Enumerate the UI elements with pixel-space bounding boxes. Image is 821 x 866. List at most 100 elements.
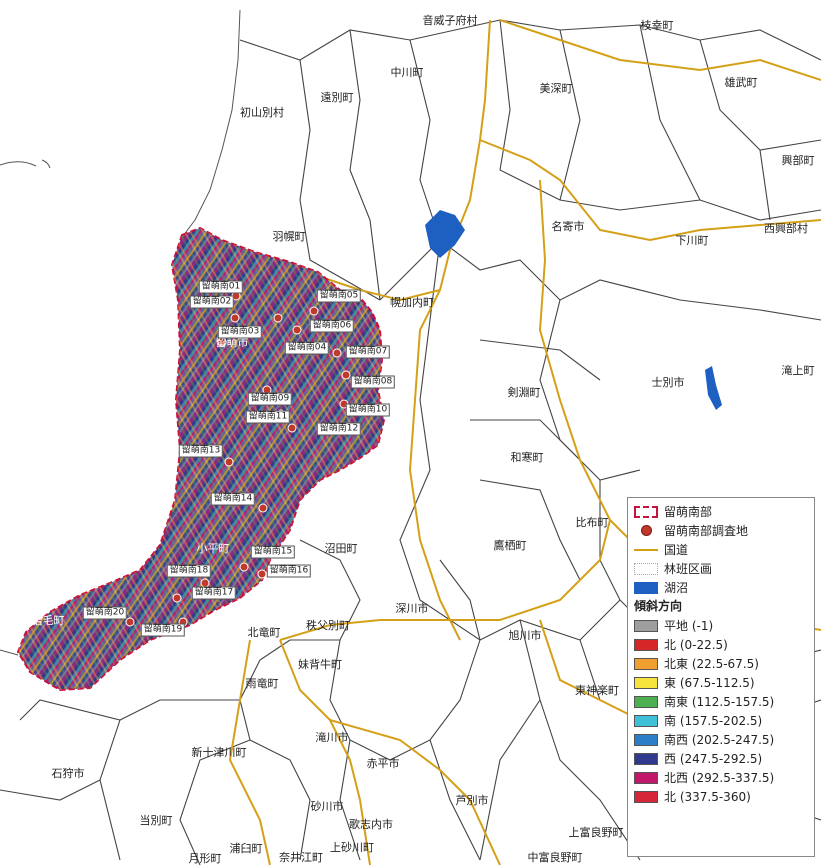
site-label: 留萌南11 xyxy=(245,410,291,424)
muni-label: 増毛町 xyxy=(31,614,65,627)
muni-label: 士別市 xyxy=(651,376,685,389)
muni-label: 砂川市 xyxy=(310,800,344,813)
legend-swatch xyxy=(634,505,658,518)
muni-label: 赤平市 xyxy=(366,757,400,770)
legend-aspect-label: 南東 (112.5-157.5) xyxy=(664,695,775,709)
site-label: 留萌南15 xyxy=(250,545,296,559)
site-label: 留萌南13 xyxy=(178,444,224,458)
muni-label: 奈井江町 xyxy=(279,851,323,864)
site-label: 留萌南20 xyxy=(82,606,128,620)
muni-label: 比布町 xyxy=(575,516,609,529)
survey-site-marker xyxy=(258,503,268,513)
muni-label: 北竜町 xyxy=(247,626,281,639)
legend-item-study-area: 留萌南部 xyxy=(634,502,808,521)
legend-swatch xyxy=(634,562,658,575)
site-label: 留萌南19 xyxy=(140,623,186,637)
muni-label: 遠別町 xyxy=(320,91,354,104)
legend-swatch xyxy=(634,544,658,556)
muni-label: 鷹栖町 xyxy=(493,539,527,552)
muni-label: 石狩市 xyxy=(51,767,85,780)
muni-label: 幌加内町 xyxy=(390,296,434,309)
muni-label: 下川町 xyxy=(675,234,709,247)
muni-label: 当別町 xyxy=(139,814,173,827)
legend-aspect-item: 南東 (112.5-157.5) xyxy=(634,692,808,711)
site-label: 留萌南02 xyxy=(189,295,235,309)
muni-label: 剣淵町 xyxy=(507,386,541,399)
muni-label: 沼田町 xyxy=(324,542,358,555)
legend-aspect-label: 北 (0-22.5) xyxy=(664,638,728,652)
muni-label: 上砂川町 xyxy=(330,841,374,854)
legend-swatch xyxy=(634,581,658,594)
legend-item-national-road: 国道 xyxy=(634,540,808,559)
site-label: 留萌南16 xyxy=(266,564,312,578)
muni-label: 中富良野町 xyxy=(527,851,583,864)
muni-label: 芦別市 xyxy=(455,794,489,807)
legend-aspect-item: 西 (247.5-292.5) xyxy=(634,749,808,768)
legend-aspect-label: 北東 (22.5-67.5) xyxy=(664,657,759,671)
muni-label: 初山別村 xyxy=(240,106,284,119)
legend-swatch xyxy=(634,752,658,765)
legend-label: 林班区画 xyxy=(664,562,713,576)
muni-label: 上富良野町 xyxy=(568,826,624,839)
legend-aspect-item: 東 (67.5-112.5) xyxy=(634,673,808,692)
legend-swatch xyxy=(634,714,658,727)
muni-label: 歌志内市 xyxy=(349,818,393,831)
legend-label: 留萌南部調査地 xyxy=(664,524,749,538)
survey-site-marker xyxy=(230,313,240,323)
legend-aspect-label: 北西 (292.5-337.5) xyxy=(664,771,775,785)
site-label: 留萌南01 xyxy=(198,280,244,294)
site-label: 留萌南07 xyxy=(345,345,391,359)
legend-aspect-list: 平地 (-1) 北 (0-22.5) 北東 (22.5-67.5) 東 (67.5-1… xyxy=(634,616,808,806)
legend-aspect-item: 北西 (292.5-337.5) xyxy=(634,768,808,787)
muni-label: 雨竜町 xyxy=(245,677,279,690)
legend-item-forest-compartment: 林班区画 xyxy=(634,559,808,578)
survey-site-marker xyxy=(332,348,342,358)
legend-aspect-item: 北 (0-22.5) xyxy=(634,635,808,654)
site-markers xyxy=(125,291,351,627)
muni-label: 月形町 xyxy=(188,852,222,865)
muni-label: 東神楽町 xyxy=(575,684,619,697)
legend-item-survey-site: 留萌南部調査地 xyxy=(634,521,808,540)
legend-aspect-label: 南西 (202.5-247.5) xyxy=(664,733,775,747)
muni-label: 中川町 xyxy=(390,66,424,79)
site-label: 留萌南17 xyxy=(191,586,237,600)
muni-label: 妹背牛町 xyxy=(298,658,342,671)
legend-aspect-label: 北 (337.5-360) xyxy=(664,790,751,804)
muni-label: 美深町 xyxy=(539,82,573,95)
legend-swatch xyxy=(634,733,658,746)
site-label: 留萌南10 xyxy=(345,403,391,417)
site-label: 留萌南08 xyxy=(350,375,396,389)
survey-site-marker xyxy=(292,325,302,335)
legend-swatch xyxy=(634,790,658,803)
legend-swatch xyxy=(634,695,658,708)
site-label: 留萌南05 xyxy=(316,289,362,303)
site-label: 留萌南03 xyxy=(217,325,263,339)
legend-aspect-label: 南 (157.5-202.5) xyxy=(664,714,763,728)
legend-swatch xyxy=(634,657,658,670)
survey-site-marker xyxy=(239,562,249,572)
muni-label: 留萌市 xyxy=(215,336,249,349)
legend-swatch xyxy=(634,638,658,651)
survey-site-marker xyxy=(172,593,182,603)
legend-item-lake: 湖沼 xyxy=(634,578,808,597)
legend-aspect-label: 西 (247.5-292.5) xyxy=(664,752,763,766)
survey-site-marker xyxy=(125,617,135,627)
legend-aspect-title: 傾斜方向 xyxy=(634,599,683,613)
legend-label: 留萌南部 xyxy=(664,505,713,519)
legend-label: 国道 xyxy=(664,543,689,557)
legend-aspect-label: 平地 (-1) xyxy=(664,619,714,633)
muni-label: 羽幌町 xyxy=(272,230,306,243)
legend-swatch xyxy=(634,619,658,632)
site-label: 留萌南09 xyxy=(247,392,293,406)
survey-site-marker xyxy=(309,306,319,316)
site-label: 留萌南18 xyxy=(166,564,212,578)
survey-site-marker xyxy=(287,423,297,433)
legend-aspect-item: 南西 (202.5-247.5) xyxy=(634,730,808,749)
site-label: 留萌南06 xyxy=(309,319,355,333)
muni-label: 旭川市 xyxy=(508,629,542,642)
muni-label: 新十津川町 xyxy=(191,746,247,759)
legend-aspect-item: 北 (337.5-360) xyxy=(634,787,808,806)
muni-label: 興部町 xyxy=(781,154,815,167)
legend-swatch xyxy=(634,771,658,784)
